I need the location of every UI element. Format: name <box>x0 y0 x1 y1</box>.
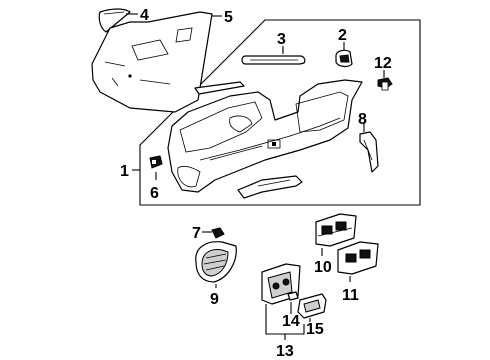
part-11-switch-bezel <box>337 241 379 275</box>
part-7-clip <box>211 227 225 239</box>
callout-3: 3 <box>277 31 286 48</box>
part-12-clip <box>377 77 393 91</box>
callout-12: 12 <box>374 55 392 72</box>
callout-7: 7 <box>192 225 201 242</box>
callout-4: 4 <box>140 7 149 24</box>
callout-15: 15 <box>306 321 324 338</box>
part-6-retainer <box>149 155 163 169</box>
callout-10: 10 <box>314 259 332 276</box>
part-armrest <box>237 175 303 199</box>
part-10-switch-bezel <box>315 213 357 247</box>
callout-13: 13 <box>276 343 294 360</box>
part-3-lower-strip <box>194 81 245 95</box>
assembly-frame <box>139 19 421 206</box>
part-2-bezel <box>335 49 353 68</box>
part-8-bracket <box>359 131 379 173</box>
leader-lines <box>126 13 385 340</box>
part-1-door-panel <box>167 79 363 193</box>
part-3-molding <box>241 55 306 65</box>
part-9-speaker-grille <box>195 241 237 283</box>
part-14-insert <box>287 291 299 301</box>
callout-9: 9 <box>210 291 219 308</box>
part-5-liner <box>91 11 213 113</box>
part-15-handle-cup <box>297 293 327 319</box>
callout-1: 1 <box>120 163 129 180</box>
part-4-trim <box>98 8 131 33</box>
callout-6: 6 <box>150 185 159 202</box>
callout-2: 2 <box>338 27 347 44</box>
callout-14: 14 <box>282 313 300 330</box>
callout-8: 8 <box>358 111 367 128</box>
callout-5: 5 <box>224 9 233 26</box>
callout-11: 11 <box>342 287 359 304</box>
